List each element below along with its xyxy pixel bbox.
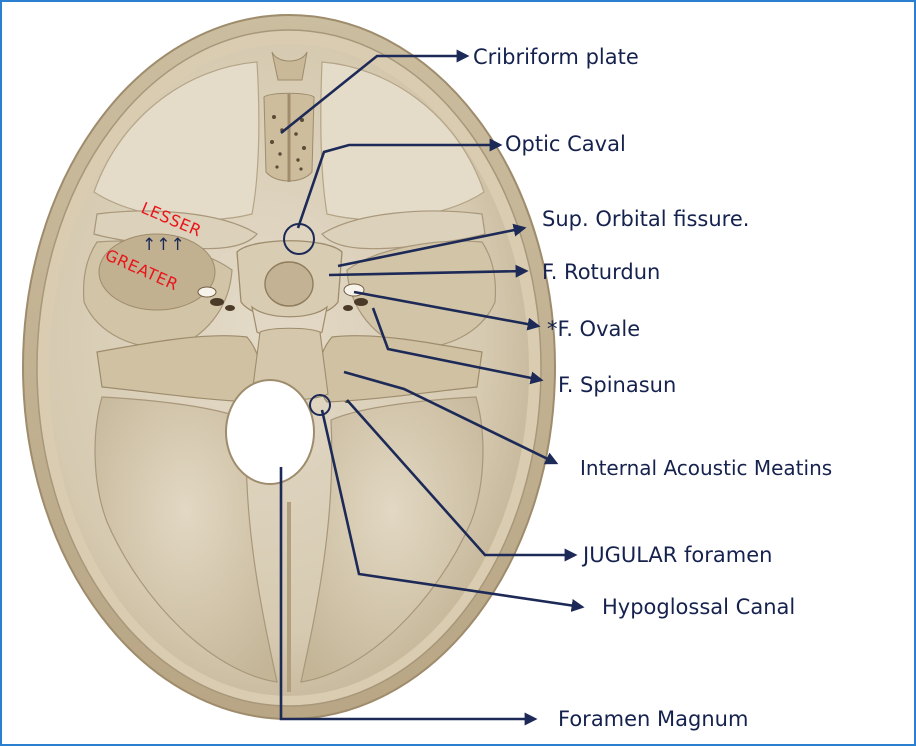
label-internal-acoustic-meatus: Internal Acoustic Meatins xyxy=(580,456,832,480)
foramen-rotundum-left xyxy=(198,287,216,297)
label-foramen-rotundum: F. Roturdun xyxy=(542,260,660,284)
wing-arrows: ↑↑↑ xyxy=(142,235,185,255)
label-jugular-foramen: JUGULAR foramen xyxy=(581,543,772,567)
label-hypoglossal-canal: Hypoglossal Canal xyxy=(602,595,795,619)
sella-turcica xyxy=(265,262,313,306)
label-optic-canal: Optic Caval xyxy=(505,132,626,156)
label-foramen-magnum: Foramen Magnum xyxy=(558,707,748,731)
label-sup-orbital-fissure: Sup. Orbital fissure. xyxy=(542,207,749,231)
label-foramen-ovale: *F. Ovale xyxy=(547,317,640,341)
label-foramen-spinosum: F. Spinasun xyxy=(558,373,676,397)
label-cribriform-plate: Cribriform plate xyxy=(473,45,639,69)
foramen-magnum-shape xyxy=(226,380,314,484)
